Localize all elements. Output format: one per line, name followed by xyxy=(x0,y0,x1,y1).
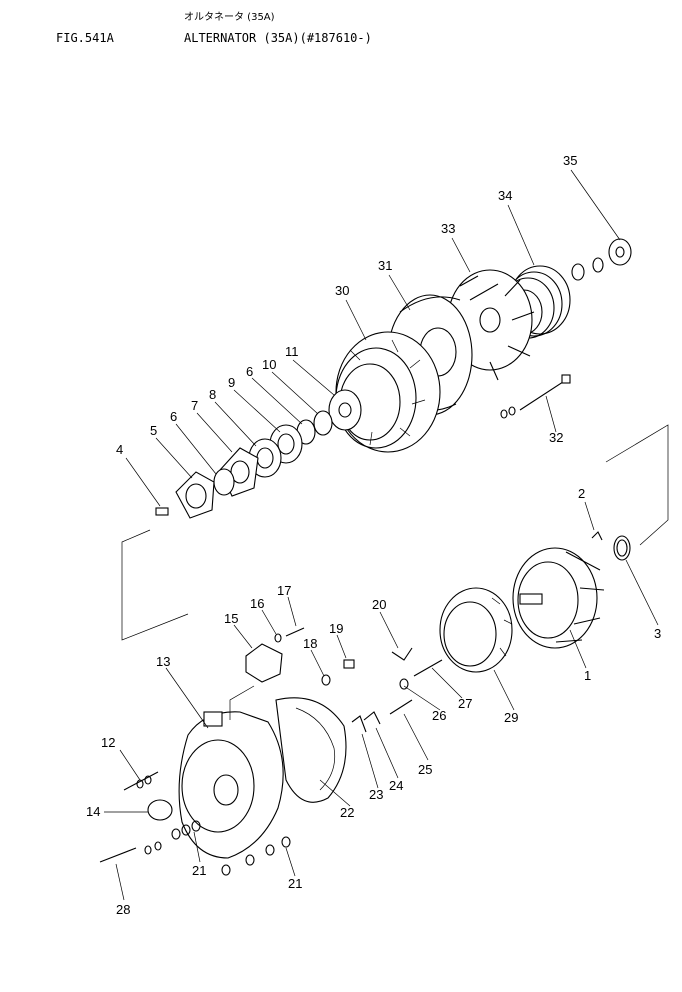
part-21-washers-right xyxy=(221,836,291,876)
callout-11: 11 xyxy=(285,344,299,359)
part-2-key xyxy=(591,531,603,541)
leader-lines xyxy=(104,169,659,901)
part-18-washer xyxy=(321,674,331,686)
callout-28: 28 xyxy=(116,902,130,917)
callout-6-lower: 6 xyxy=(170,409,177,424)
part-12-bolt xyxy=(123,771,159,791)
part-22-brush-holder xyxy=(275,697,347,803)
callout-21-left: 21 xyxy=(192,863,206,878)
japanese-title: オルタネータ (35A) xyxy=(184,12,275,23)
callout-29: 29 xyxy=(504,710,518,725)
part-27-bolt xyxy=(413,659,443,677)
callout-27: 27 xyxy=(458,696,472,711)
part-21-washers-left xyxy=(171,820,201,840)
part-6-ring-lower xyxy=(213,468,235,496)
callout-22: 22 xyxy=(340,805,354,820)
part-11-spacer xyxy=(328,389,362,431)
part-5-retainer xyxy=(175,471,215,519)
callout-15: 15 xyxy=(224,611,238,626)
part-30-stator xyxy=(335,331,441,453)
part-19-nut xyxy=(343,659,355,669)
part-23-clip xyxy=(351,715,367,733)
callout-7: 7 xyxy=(191,398,198,413)
callout-2: 2 xyxy=(578,486,585,501)
part-32-bolt xyxy=(500,374,571,419)
callout-10: 10 xyxy=(262,357,276,372)
callout-19: 19 xyxy=(329,621,343,636)
callout-12: 12 xyxy=(101,735,115,750)
part-4-screw xyxy=(155,507,169,516)
part-28-bolt xyxy=(99,841,162,863)
part-35-nut xyxy=(608,238,632,266)
callout-8: 8 xyxy=(209,387,216,402)
part-14-cap xyxy=(147,799,173,821)
part-10-ring xyxy=(313,410,333,436)
part-17-bolt xyxy=(285,627,305,637)
callout-13: 13 xyxy=(156,654,170,669)
callout-17: 17 xyxy=(277,583,291,598)
part-24-clip xyxy=(363,711,381,725)
part-3-oring xyxy=(613,535,631,561)
callout-34: 34 xyxy=(498,188,512,203)
part-1-rotor xyxy=(512,547,605,649)
callout-3: 3 xyxy=(654,626,661,641)
figure-number: FIG.541A xyxy=(56,31,114,45)
part-20-terminal xyxy=(391,647,413,661)
callout-labels: 35 34 33 31 30 11 10 6 9 8 7 6 5 4 32 2 … xyxy=(86,153,661,917)
callout-21-right: 21 xyxy=(288,876,302,891)
diagram-title: ALTERNATOR (35A)(#187610-) xyxy=(184,31,372,45)
callout-9: 9 xyxy=(228,375,235,390)
callout-5: 5 xyxy=(150,423,157,438)
callout-26: 26 xyxy=(432,708,446,723)
callout-33: 33 xyxy=(441,221,455,236)
part-29-rectifier xyxy=(439,587,513,673)
part-13-rear-housing xyxy=(178,711,284,859)
part-26-washer xyxy=(399,678,409,690)
callout-24: 24 xyxy=(389,778,403,793)
callout-32: 32 xyxy=(549,430,563,445)
callout-35: 35 xyxy=(563,153,577,168)
callout-25: 25 xyxy=(418,762,432,777)
callout-14: 14 xyxy=(86,804,100,819)
callout-6-upper: 6 xyxy=(246,364,253,379)
part-15-regulator xyxy=(245,643,283,683)
callout-18: 18 xyxy=(303,636,317,651)
callout-23: 23 xyxy=(369,787,383,802)
callout-1: 1 xyxy=(584,668,591,683)
callout-20: 20 xyxy=(372,597,386,612)
callout-30: 30 xyxy=(335,283,349,298)
part-25-bolt xyxy=(389,699,413,715)
callout-31: 31 xyxy=(378,258,392,273)
callout-4: 4 xyxy=(116,442,123,457)
callout-16: 16 xyxy=(250,596,264,611)
part-16-screw xyxy=(274,633,282,643)
